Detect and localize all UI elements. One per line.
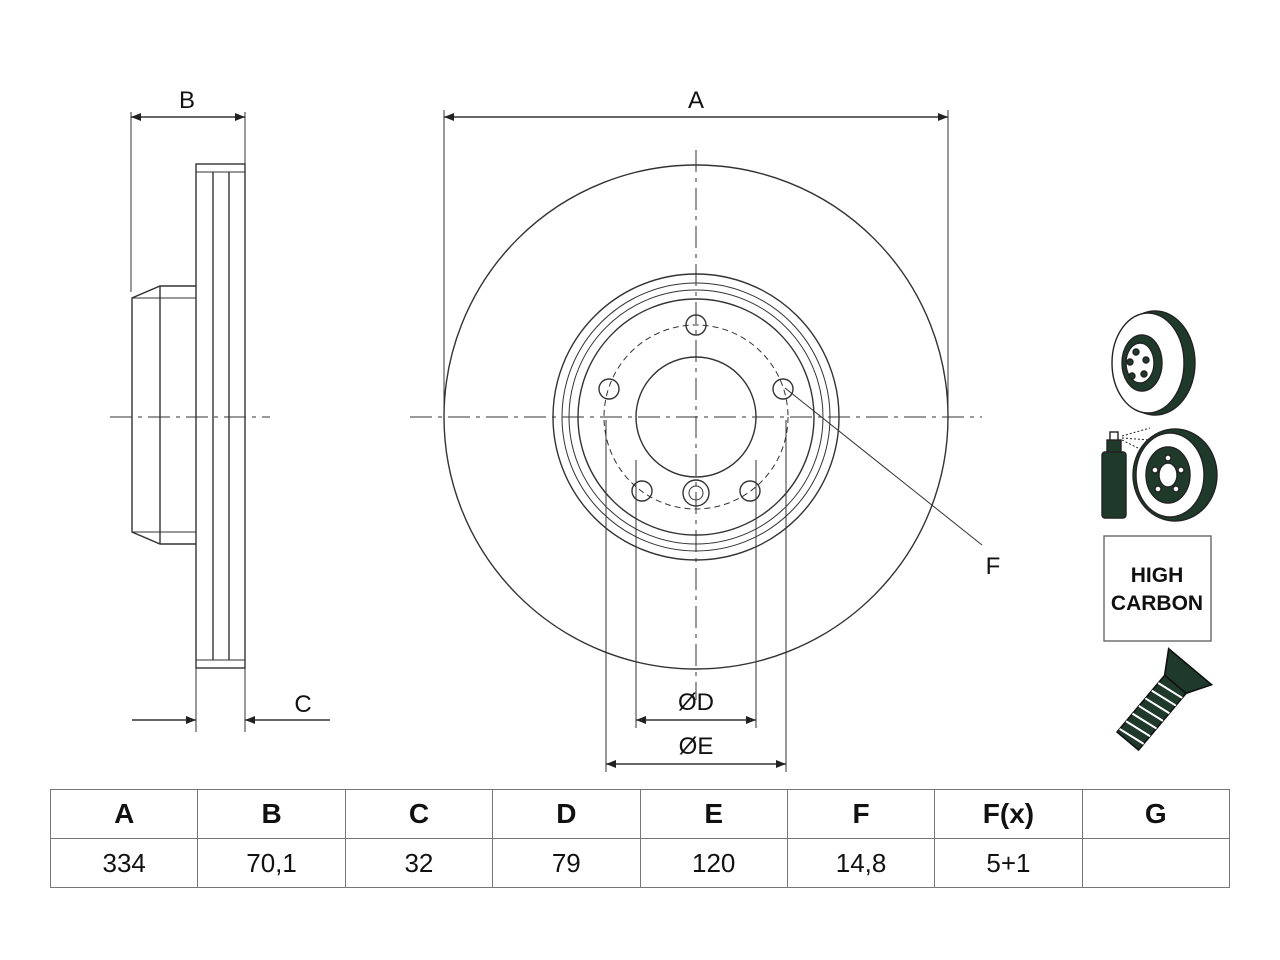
badge-line-carbon: CARBON bbox=[1111, 592, 1203, 615]
value-c: 32 bbox=[344, 838, 494, 888]
value-a: 334 bbox=[49, 838, 199, 888]
header-b: B bbox=[197, 789, 346, 839]
value-d: 79 bbox=[492, 838, 641, 888]
specs-value-row: 334 70,1 32 79 120 14,8 5+1 bbox=[49, 838, 1231, 888]
front-view bbox=[410, 110, 983, 772]
dim-label-a: A bbox=[688, 87, 704, 114]
specs-table: A B C D E F F(x) G 334 70,1 32 79 120 14… bbox=[49, 789, 1231, 888]
header-f: F bbox=[786, 789, 936, 839]
specs-header-row: A B C D E F F(x) G bbox=[49, 789, 1231, 839]
header-a: A bbox=[49, 789, 199, 839]
dim-label-c: C bbox=[294, 691, 311, 718]
header-g: G bbox=[1081, 789, 1231, 839]
header-fx: F(x) bbox=[934, 789, 1083, 839]
side-view bbox=[110, 112, 330, 732]
header-d: D bbox=[492, 789, 641, 839]
dim-label-d: ØD bbox=[678, 689, 714, 716]
value-f: 14,8 bbox=[786, 838, 936, 888]
dim-label-e: ØE bbox=[679, 733, 714, 760]
value-e: 120 bbox=[639, 838, 788, 888]
badge-line-high: HIGH bbox=[1131, 564, 1184, 587]
vented-disc-icon bbox=[1111, 310, 1196, 416]
dim-label-b: B bbox=[179, 87, 195, 114]
coating-spray-icon bbox=[1101, 427, 1218, 522]
dim-label-f: F bbox=[986, 553, 1001, 580]
high-carbon-badge bbox=[1103, 535, 1212, 642]
value-b: 70,1 bbox=[197, 838, 346, 888]
bolt-icon bbox=[1115, 647, 1214, 752]
value-g bbox=[1081, 838, 1231, 888]
value-fx: 5+1 bbox=[934, 838, 1083, 888]
header-c: C bbox=[344, 789, 494, 839]
header-e: E bbox=[639, 789, 788, 839]
